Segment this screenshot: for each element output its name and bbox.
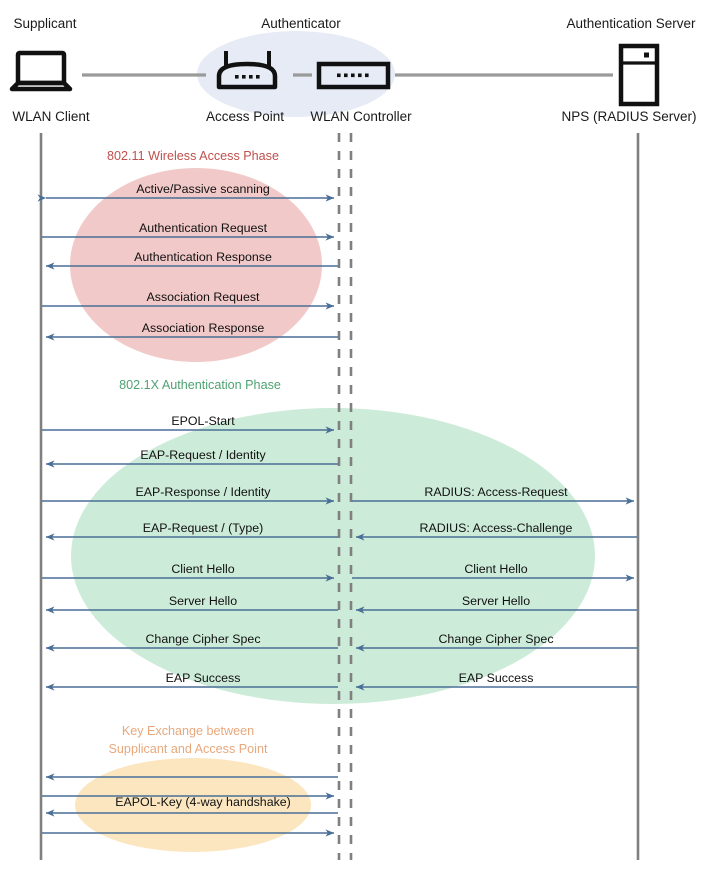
- message-label: Association Request: [147, 290, 261, 304]
- phase-802-11-ellipse: [70, 168, 322, 362]
- message-label: RADIUS: Access-Request: [424, 485, 568, 499]
- message-label: EAP Success: [459, 671, 534, 685]
- message-label: EPOL-Start: [171, 414, 235, 428]
- actor-role-authenticator: Authenticator: [261, 16, 341, 31]
- message-label: Client Hello: [171, 562, 234, 576]
- actor-role-supplicant: Supplicant: [13, 16, 76, 31]
- actor-device-wlan-client: WLAN Client: [12, 109, 90, 124]
- server-icon: [618, 43, 660, 107]
- message-radius-access-request: RADIUS: Access-Request: [352, 485, 635, 505]
- message-radius-access-challenge: RADIUS: Access-Challenge: [355, 521, 637, 541]
- phase-802-1x-ellipse: [71, 408, 595, 704]
- wlan-controller-icon: [316, 61, 391, 90]
- message-change-cipher-spec-right: Change Cipher Spec: [355, 632, 637, 652]
- access-point-icon: [216, 51, 278, 90]
- message-eap-request-type: EAP-Request / (Type): [45, 521, 338, 541]
- message-label: Server Hello: [169, 594, 237, 608]
- actor-device-wlan-controller: WLAN Controller: [310, 109, 412, 124]
- message-label: Client Hello: [464, 562, 527, 576]
- laptop-icon: [9, 50, 73, 92]
- phase-label-802-1x: 802.1X Authentication Phase: [119, 378, 281, 392]
- message-epol-start: EPOL-Start: [42, 414, 335, 434]
- phase-label-key-exchange-line2: Supplicant and Access Point: [109, 742, 268, 756]
- message-eap-response-identity: EAP-Response / Identity: [42, 485, 335, 505]
- message-label: Server Hello: [462, 594, 530, 608]
- message-label: Association Response: [142, 321, 265, 335]
- message-label: RADIUS: Access-Challenge: [420, 521, 573, 535]
- server-led: [644, 52, 649, 58]
- message-association-request: Association Request: [42, 290, 335, 310]
- phase-label-802-11: 802.11 Wireless Access Phase: [107, 149, 279, 163]
- message-authentication-request: Authentication Request: [42, 221, 335, 241]
- phase-label-key-exchange-line1: Key Exchange between: [122, 724, 254, 738]
- message-label: EAP-Request / Identity: [140, 448, 266, 462]
- message-label: EAP Success: [166, 671, 241, 685]
- message-label-eapol-key: EAPOL-Key (4-way handshake): [115, 795, 291, 809]
- actor-device-nps-radius-server: NPS (RADIUS Server): [561, 109, 696, 124]
- message-label: Active/Passive scanning: [136, 182, 270, 196]
- message-eap-success-left: EAP Success: [45, 671, 338, 691]
- message-server-hello-right: Server Hello: [355, 594, 637, 614]
- message-label: EAP-Request / (Type): [143, 521, 264, 535]
- message-label: Change Cipher Spec: [145, 632, 260, 646]
- actor-device-access-point: Access Point: [206, 109, 284, 124]
- message-client-hello-right: Client Hello: [352, 562, 635, 582]
- access-point-leds: [235, 75, 260, 79]
- message-eap-request-identity: EAP-Request / Identity: [45, 448, 338, 468]
- actor-role-authentication-server: Authentication Server: [566, 16, 696, 31]
- message-association-response: Association Response: [45, 321, 338, 341]
- message-change-cipher-spec-left: Change Cipher Spec: [45, 632, 338, 652]
- message-label: EAP-Response / Identity: [136, 485, 272, 499]
- message-label: Change Cipher Spec: [438, 632, 553, 646]
- message-eap-success-right: EAP Success: [355, 671, 637, 691]
- message-label: Authentication Request: [139, 221, 268, 235]
- message-client-hello-left: Client Hello: [42, 562, 335, 582]
- message-label: Authentication Response: [134, 250, 272, 264]
- phase-key-exchange-ellipse: [75, 758, 311, 852]
- message-server-hello-left: Server Hello: [45, 594, 338, 614]
- wlan-controller-leds: [337, 73, 369, 78]
- message-authentication-response: Authentication Response: [45, 250, 338, 270]
- message-active-passive-scanning: Active/Passive scanning: [37, 182, 335, 202]
